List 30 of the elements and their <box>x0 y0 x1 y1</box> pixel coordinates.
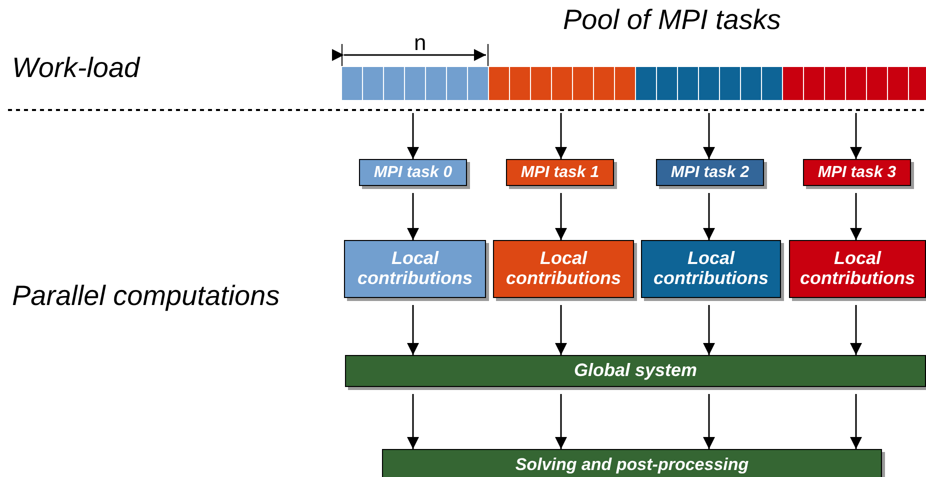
process-box: Local contributions <box>641 240 781 298</box>
row-label: Work-load <box>12 52 140 84</box>
arrow <box>850 394 862 449</box>
arrow <box>850 193 862 240</box>
arrow <box>407 394 419 449</box>
process-box: Local contributions <box>493 240 634 298</box>
process-box: Local contributions <box>789 240 926 298</box>
arrow <box>703 193 715 240</box>
process-bar: Global system <box>345 355 926 387</box>
process-box: Local contributions <box>344 240 486 298</box>
title: Pool of MPI tasks <box>563 4 781 36</box>
task-box: MPI task 0 <box>359 159 467 186</box>
arrow <box>555 305 567 355</box>
arrow <box>703 305 715 355</box>
row-label: Parallel computations <box>12 280 280 312</box>
arrow <box>555 113 567 159</box>
arrow <box>407 113 419 159</box>
dimension-label: n <box>414 30 426 56</box>
arrow <box>407 193 419 240</box>
task-box: MPI task 2 <box>656 159 764 186</box>
arrow <box>703 113 715 159</box>
task-box: MPI task 1 <box>506 159 614 186</box>
arrow <box>407 305 419 355</box>
arrow <box>850 113 862 159</box>
arrow <box>555 394 567 449</box>
arrow <box>703 394 715 449</box>
arrow <box>850 305 862 355</box>
process-bar: Solving and post-processing <box>382 449 882 477</box>
task-box: MPI task 3 <box>803 159 911 186</box>
arrow <box>555 193 567 240</box>
